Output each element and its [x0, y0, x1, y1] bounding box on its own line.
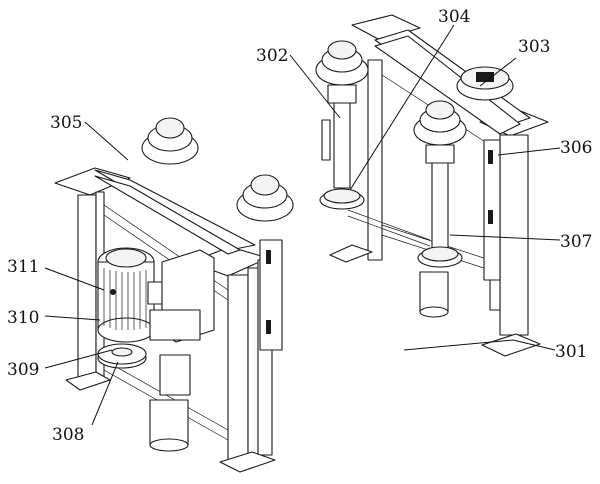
right-top-plate-rear: [351, 14, 421, 41]
callout-306: 306: [560, 138, 592, 158]
leader-lines: [44, 24, 561, 426]
left-crossbeam: [94, 169, 256, 251]
motor-311: [97, 247, 175, 343]
left-assembly: [54, 117, 294, 473]
callout-305: 305: [50, 113, 82, 133]
left-post-front-right: [227, 274, 249, 466]
left-dome-rear: [141, 117, 199, 165]
callout-301: 301: [555, 342, 587, 362]
motor-303: [456, 66, 514, 101]
spindle-rear: [315, 40, 369, 210]
right-assembly: [315, 14, 549, 357]
callout-311: 311: [7, 257, 39, 277]
callout-309: 309: [7, 360, 39, 380]
callout-304: 304: [438, 7, 470, 27]
callout-310: 310: [7, 308, 39, 328]
left-dome-front: [236, 174, 294, 222]
right-post-front: [499, 134, 529, 336]
spindle-front: [413, 100, 467, 268]
sprocket-308: [97, 343, 147, 369]
callout-303: 303: [518, 37, 550, 57]
callout-307: 307: [560, 232, 592, 252]
callout-302: 302: [256, 46, 288, 66]
callout-308: 308: [52, 425, 84, 445]
callout-labels: 301 302 303 304 305 306 307 308 309 310 …: [7, 7, 592, 445]
